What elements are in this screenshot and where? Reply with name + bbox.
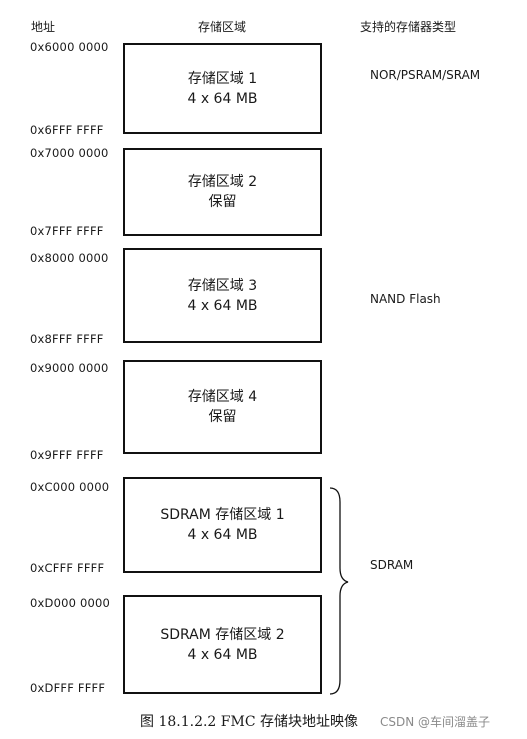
- block-1-end-address: 0x6FFF FFFF: [30, 123, 104, 137]
- memory-type-sdram: SDRAM: [370, 558, 414, 572]
- memory-block-3: 存储区域 3 4 x 64 MB: [123, 248, 322, 343]
- figure-caption: 图 18.1.2.2 FMC 存储块地址映像: [140, 714, 358, 730]
- block-3-end-address: 0x8FFF FFFF: [30, 332, 104, 346]
- block-3-title: 存储区域 3: [187, 277, 258, 294]
- watermark: CSDN @车间溜盖子: [380, 715, 491, 729]
- memory-type-bank1: NOR/PSRAM/SRAM: [370, 68, 481, 82]
- block-5-end-address: 0xCFFF FFFF: [30, 561, 105, 575]
- block-5-title: SDRAM 存储区域 1: [160, 507, 285, 523]
- block-2-end-address: 0x7FFF FFFF: [30, 224, 104, 238]
- address-header: 地址: [31, 20, 56, 34]
- block-4-title: 存储区域 4: [187, 389, 258, 405]
- block-6-start-address: 0xD000 0000: [30, 596, 111, 610]
- block-1-start-address: 0x6000 0000: [30, 40, 109, 54]
- region-header: 存储区域: [198, 20, 247, 34]
- block-4-start-address: 0x9000 0000: [30, 361, 109, 375]
- block-1-title: 存储区域 1: [187, 70, 258, 87]
- block-2-size: 保留: [208, 194, 237, 210]
- memory-type-bank3: NAND Flash: [370, 292, 441, 306]
- block-2-start-address: 0x7000 0000: [30, 146, 109, 160]
- memory-block-sdram-2: SDRAM 存储区域 2 4 x 64 MB: [123, 595, 322, 694]
- memory-block-2: 存储区域 2 保留: [123, 148, 322, 236]
- memory-block-1: 存储区域 1 4 x 64 MB: [123, 43, 322, 134]
- block-3-start-address: 0x8000 0000: [30, 251, 109, 265]
- block-6-title: SDRAM 存储区域 2: [160, 626, 285, 643]
- block-1-size: 4 x 64 MB: [187, 90, 258, 107]
- memory-block-4: 存储区域 4 保留: [123, 360, 322, 454]
- block-5-size: 4 x 64 MB: [187, 527, 258, 543]
- memory-types-header: 支持的存储器类型: [360, 20, 457, 34]
- block-2-title: 存储区域 2: [187, 174, 258, 190]
- block-5-start-address: 0xC000 0000: [30, 480, 110, 494]
- memory-block-sdram-1: SDRAM 存储区域 1 4 x 64 MB: [123, 477, 322, 573]
- block-3-size: 4 x 64 MB: [187, 297, 258, 314]
- block-4-end-address: 0x9FFF FFFF: [30, 448, 104, 462]
- curly-brace: [329, 487, 349, 695]
- block-4-size: 保留: [208, 409, 237, 425]
- block-6-size: 4 x 64 MB: [187, 646, 258, 663]
- block-6-end-address: 0xDFFF FFFF: [30, 681, 106, 695]
